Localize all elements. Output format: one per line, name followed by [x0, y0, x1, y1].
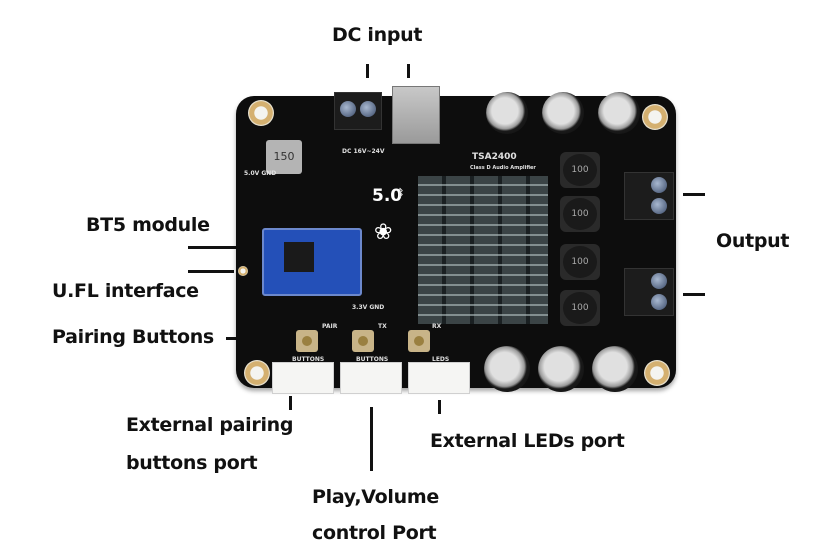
bt5-module-label: BT5 module: [86, 214, 210, 236]
external-pairing-buttons-port: [272, 362, 334, 394]
mount-hole-bottom-left: [244, 360, 270, 386]
silk-buttons-2: BUTTONS: [356, 356, 389, 363]
output-line-top: [683, 193, 705, 196]
pairing-buttons-label: Pairing Buttons: [52, 326, 214, 348]
dc-screw-terminal: [334, 92, 382, 130]
silk-buttons-1: BUTTONS: [292, 356, 325, 363]
external-pairing-label-2: buttons port: [126, 452, 258, 474]
output-terminal-right: [624, 268, 674, 316]
external-leds-port: [408, 362, 470, 394]
external-leds-label: External LEDs port: [430, 430, 625, 452]
bluetooth-icon: ᛒ: [398, 188, 404, 199]
silk-33v-gnd: 3.3V GND: [352, 304, 385, 311]
screw-icon: [651, 198, 667, 214]
play-volume-line: [370, 407, 373, 471]
output-inductor: 100: [560, 244, 600, 280]
mount-hole-bottom-right: [644, 360, 670, 386]
mount-hole-top-right: [642, 104, 668, 130]
screw-icon: [651, 273, 667, 289]
dc-input-line-terminal: [366, 64, 369, 78]
tx-button[interactable]: [352, 330, 374, 352]
output-inductor: 100: [560, 152, 600, 188]
capacitor: [484, 346, 530, 392]
output-label: Output: [716, 230, 790, 252]
screw-icon: [340, 101, 356, 117]
mount-hole-top-left: [248, 100, 274, 126]
chip-name: TSA2400: [472, 152, 517, 162]
output-inductor: 100: [560, 290, 600, 326]
ufl-connector: [238, 266, 248, 276]
inductor-150: 150: [266, 140, 302, 174]
dc-input-line-jack: [407, 64, 410, 78]
dc-input-label: DC input: [332, 24, 423, 46]
capacitor: [542, 92, 584, 134]
capacitor: [592, 346, 638, 392]
dc-rating-silkscreen: DC 16V~24V: [342, 148, 385, 155]
screw-icon: [360, 101, 376, 117]
play-volume-label-2: control Port: [312, 522, 437, 544]
play-volume-control-port: [340, 362, 402, 394]
lotus-logo-icon: ❀: [374, 220, 393, 245]
silk-rx: RX: [432, 323, 442, 330]
dc-barrel-jack: [392, 86, 440, 144]
silk-tx: TX: [378, 323, 387, 330]
play-volume-label-1: Play,Volume: [312, 486, 439, 508]
heatsink: [418, 176, 548, 324]
external-leds-line: [438, 400, 441, 414]
pair-button[interactable]: [296, 330, 318, 352]
screw-icon: [651, 177, 667, 193]
output-terminal-left: [624, 172, 674, 220]
screw-icon: [651, 294, 667, 310]
bt5-module: [262, 228, 362, 296]
bt-chip: [284, 242, 314, 272]
rx-button[interactable]: [408, 330, 430, 352]
capacitor: [598, 92, 640, 134]
bt-version-text: 5.0: [372, 186, 403, 206]
silk-5v-gnd: 5.0V GND: [244, 170, 277, 177]
silk-leds: LEDS: [432, 356, 450, 363]
bt5-module-line: [188, 246, 264, 249]
capacitor: [486, 92, 528, 134]
ufl-interface-line: [188, 270, 234, 273]
chip-subtitle: Class D Audio Amplifier: [470, 165, 536, 171]
silk-pair: PAIR: [322, 323, 338, 330]
external-pairing-label-1: External pairing: [126, 414, 294, 436]
output-inductor: 100: [560, 196, 600, 232]
capacitor: [538, 346, 584, 392]
ufl-interface-label: U.FL interface: [52, 280, 199, 302]
external-pairing-line: [289, 396, 292, 410]
output-line-bottom: [683, 293, 705, 296]
